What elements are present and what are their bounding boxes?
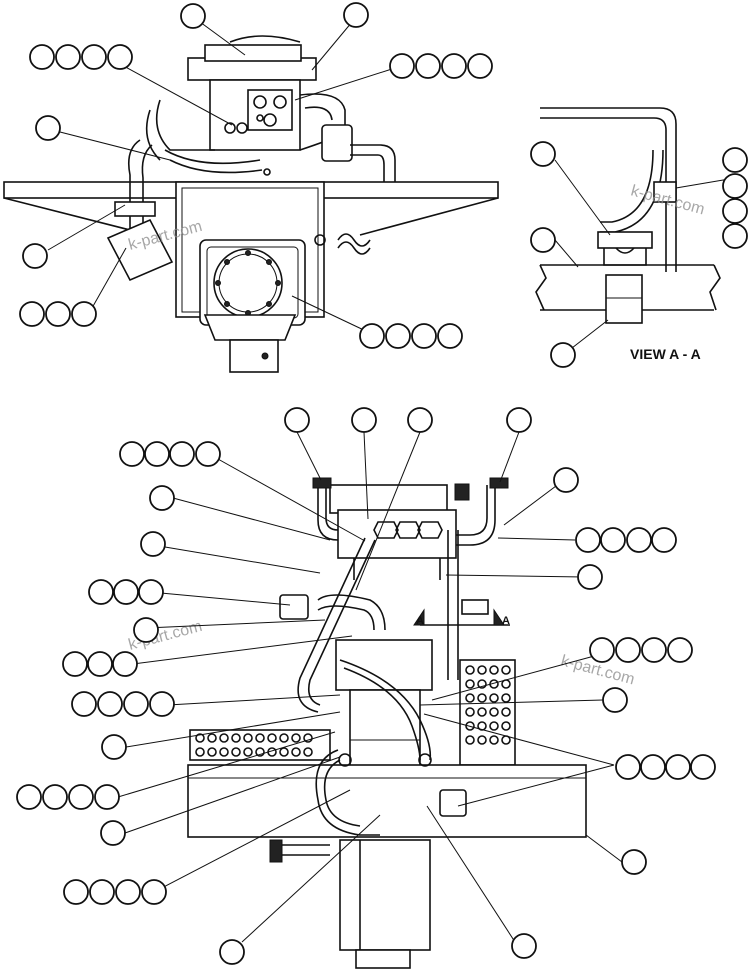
callout-group <box>722 147 748 249</box>
callout-group <box>530 141 556 167</box>
section-mark-right: A <box>502 615 510 627</box>
callout-group <box>284 407 310 433</box>
callout-group <box>577 564 603 590</box>
callout-group <box>621 849 647 875</box>
callout-group <box>602 687 628 713</box>
callout-group <box>530 227 556 253</box>
callout-group <box>140 531 166 557</box>
callout-group <box>19 301 97 327</box>
callout-group <box>119 441 221 467</box>
callout-group <box>351 407 377 433</box>
callout-group <box>62 651 138 677</box>
front-assembly-drawing: A A <box>187 477 587 969</box>
callout-group <box>615 754 716 780</box>
view-a-a-drawing: VIEW A - A <box>535 107 721 362</box>
callout-group <box>389 53 493 79</box>
callout-group <box>180 3 206 29</box>
callout-group <box>22 243 48 269</box>
callout-group <box>506 407 532 433</box>
view-title: VIEW A - A <box>630 346 701 362</box>
callout-group <box>100 820 126 846</box>
callout-group <box>575 527 677 553</box>
callout-group <box>63 879 167 905</box>
callout-group <box>35 115 61 141</box>
callout-group <box>343 2 369 28</box>
callout-group <box>149 485 175 511</box>
callout-group <box>71 691 175 717</box>
callout-group <box>219 939 245 965</box>
callout-group <box>407 407 433 433</box>
callout-leaders <box>47 21 736 943</box>
callout-group <box>511 933 537 959</box>
callout-group <box>29 44 133 70</box>
top-assembly-drawing <box>3 35 499 373</box>
callout-group <box>359 323 463 349</box>
callout-group <box>16 784 120 810</box>
callout-group <box>101 734 127 760</box>
callout-group <box>553 467 579 493</box>
callout-group <box>88 579 164 605</box>
callout-group <box>589 637 693 663</box>
callout-bubbles <box>16 2 748 965</box>
callout-group <box>550 342 576 368</box>
section-mark-left: A <box>416 615 424 627</box>
callout-group <box>133 617 159 643</box>
